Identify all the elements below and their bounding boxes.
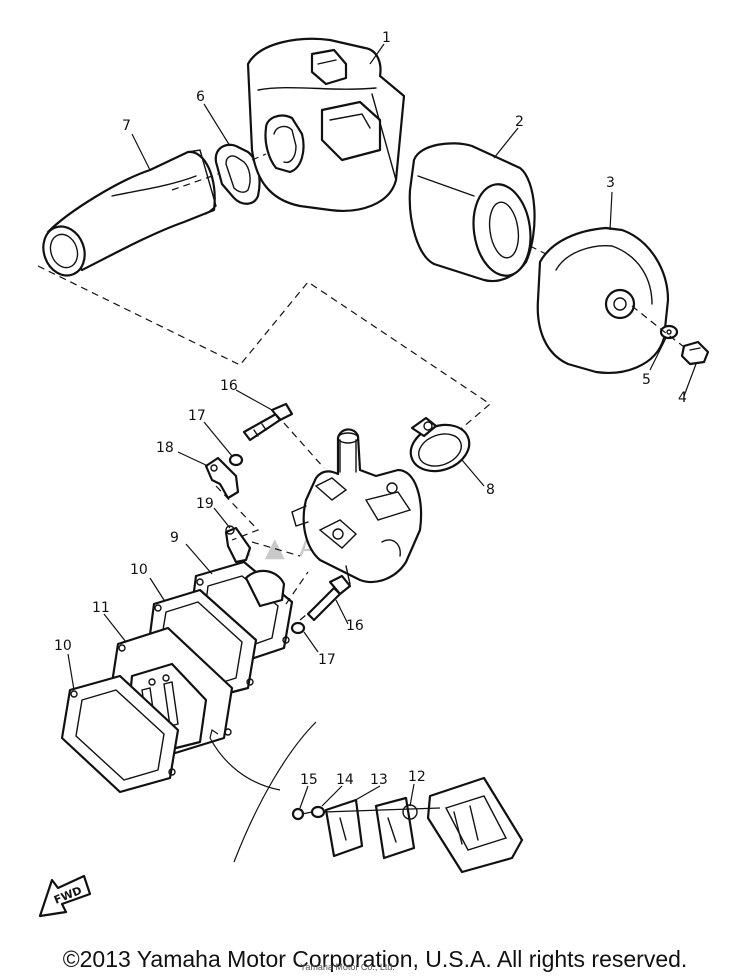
part-4-bolt bbox=[680, 340, 710, 366]
callout-18: 18 bbox=[156, 440, 174, 456]
callout-15: 15 bbox=[300, 772, 318, 788]
callout-10-lower: 10 bbox=[54, 638, 72, 654]
callout-3: 3 bbox=[606, 175, 615, 191]
forward-direction-arrow: FWD bbox=[38, 874, 92, 918]
part-18-bracket bbox=[204, 456, 240, 500]
callout-4: 4 bbox=[678, 390, 687, 406]
callout-7: 7 bbox=[122, 118, 131, 134]
part-1-air-box bbox=[246, 37, 406, 212]
callout-16-upper: 16 bbox=[220, 378, 238, 394]
callout-8: 8 bbox=[486, 482, 495, 498]
callout-10-upper: 10 bbox=[130, 562, 148, 578]
callout-11: 11 bbox=[92, 600, 110, 616]
callout-19: 19 bbox=[196, 496, 214, 512]
callout-5: 5 bbox=[642, 372, 651, 388]
callout-1: 1 bbox=[382, 30, 391, 46]
part-2-air-filter bbox=[408, 142, 536, 283]
part-5-washer bbox=[659, 324, 679, 340]
callout-13: 13 bbox=[370, 772, 388, 788]
callout-9: 9 bbox=[170, 530, 179, 546]
part-17-washer-upper bbox=[228, 453, 244, 467]
callout-12: 12 bbox=[408, 769, 426, 785]
callouts: 1 2 3 4 5 6 7 8 9 10 11 10 12 13 14 15 1 bbox=[54, 30, 697, 809]
callout-6: 6 bbox=[196, 89, 205, 105]
part-13-reed bbox=[374, 796, 416, 860]
part-8-clamp bbox=[409, 416, 471, 473]
part-15-screw bbox=[291, 807, 305, 821]
part-12-reed-block bbox=[402, 776, 524, 874]
part-3-air-box-cover bbox=[536, 226, 670, 374]
callout-16-lower: 16 bbox=[346, 618, 364, 634]
part-16-screw-lower bbox=[306, 574, 352, 622]
carburetor bbox=[291, 428, 423, 585]
part-14-stopper bbox=[310, 798, 364, 858]
callout-14: 14 bbox=[336, 772, 354, 788]
part-16-screw-upper bbox=[242, 402, 294, 442]
part-7-intake-duct bbox=[42, 149, 217, 277]
callout-2: 2 bbox=[515, 114, 524, 130]
reed-detail-bracket bbox=[209, 721, 317, 863]
copyright-notice: ©2013 Yamaha Motor Corporation, U.S.A. A… bbox=[62, 946, 688, 972]
callout-17-lower: 17 bbox=[318, 652, 336, 668]
part-17-washer-lower bbox=[290, 621, 306, 635]
small-credit-text: Yamaha Motor Co., Ltd. bbox=[300, 962, 395, 972]
callout-17-upper: 17 bbox=[188, 408, 206, 424]
part-10-reed-gasket-lower bbox=[60, 674, 180, 794]
part-19-nozzle bbox=[224, 525, 252, 564]
